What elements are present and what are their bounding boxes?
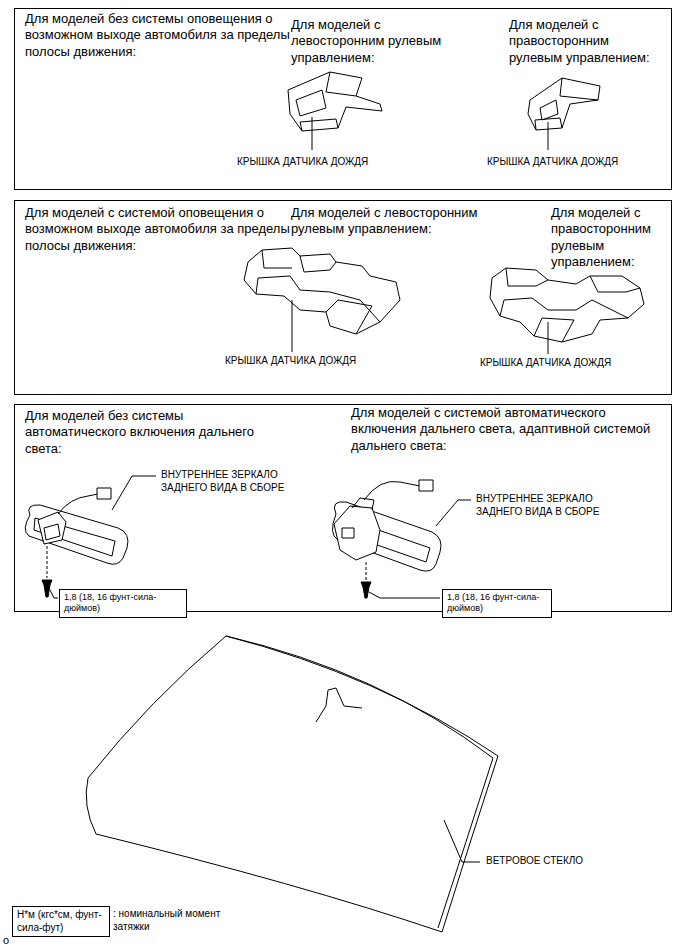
part-name: ВНУТРЕННЕЕ ЗЕРКАЛО ЗАДНЕГО ВИДА В СБОРЕ bbox=[476, 493, 632, 518]
torque-box: Н*м (кгс*см, фунт-сила-фут) bbox=[12, 906, 110, 937]
condition-heading: Для моделей с системой оповещения о возм… bbox=[25, 205, 303, 254]
part-name: 1,8 (18, 16 фунт-сила-дюймов) bbox=[447, 592, 547, 615]
condition-heading: Для моделей с правосторонним рулевым упр… bbox=[509, 17, 661, 66]
rain-sensor-cover bbox=[288, 72, 382, 150]
part-name: Н*м (кгс*см, фунт-сила-фут) bbox=[17, 909, 105, 934]
part-name: КРЫШКА ДАТЧИКА ДОЖДЯ bbox=[237, 156, 397, 169]
part-name: ВЕТРОВОЕ СТЕКЛО bbox=[486, 855, 626, 868]
group-panel: Для моделей с системой оповещения о возм… bbox=[14, 200, 672, 395]
part-name: КРЫШКА ДАТЧИКА ДОЖДЯ bbox=[225, 355, 385, 368]
condition-heading: Для моделей с левосторонним рулевым упра… bbox=[291, 17, 469, 66]
condition-heading: Для моделей с правосторонним рулевым упр… bbox=[551, 205, 669, 270]
condition-heading: Для моделей с левосторонним рулевым упра… bbox=[291, 205, 506, 238]
condition-heading: Для моделей с системой автоматического в… bbox=[351, 405, 663, 454]
part-name: КРЫШКА ДАТЧИКА ДОЖДЯ bbox=[487, 156, 647, 169]
torque-box: 1,8 (18, 16 фунт-сила-дюймов) bbox=[442, 589, 552, 618]
condition-heading: Для моделей без системы автоматического … bbox=[25, 408, 275, 457]
page-mark: o bbox=[3, 934, 15, 948]
legend-note: : номинальный момент затяжки bbox=[113, 908, 223, 933]
rear-view-mirror bbox=[25, 476, 156, 598]
rain-sensor-cover bbox=[528, 78, 600, 150]
torque-box: 1,8 (18, 16 фунт-сила-дюймов) bbox=[59, 589, 187, 618]
windshield bbox=[86, 636, 498, 932]
part-name: КРЫШКА ДАТЧИКА ДОЖДЯ bbox=[480, 357, 640, 370]
group-panel: Для моделей без системы автоматического … bbox=[14, 404, 672, 612]
condition-heading: Для моделей без системы оповещения о воз… bbox=[25, 11, 303, 60]
part-name: 1,8 (18, 16 фунт-сила-дюймов) bbox=[64, 592, 182, 615]
rain-sensor-cover bbox=[244, 248, 400, 352]
part-name: ВНУТРЕННЕЕ ЗЕРКАЛО ЗАДНЕГО ВИДА В СБОРЕ bbox=[161, 469, 317, 494]
rear-view-mirror bbox=[332, 480, 471, 598]
group-panel: Для моделей без системы оповещения о воз… bbox=[14, 8, 672, 190]
rain-sensor-cover bbox=[490, 268, 644, 354]
